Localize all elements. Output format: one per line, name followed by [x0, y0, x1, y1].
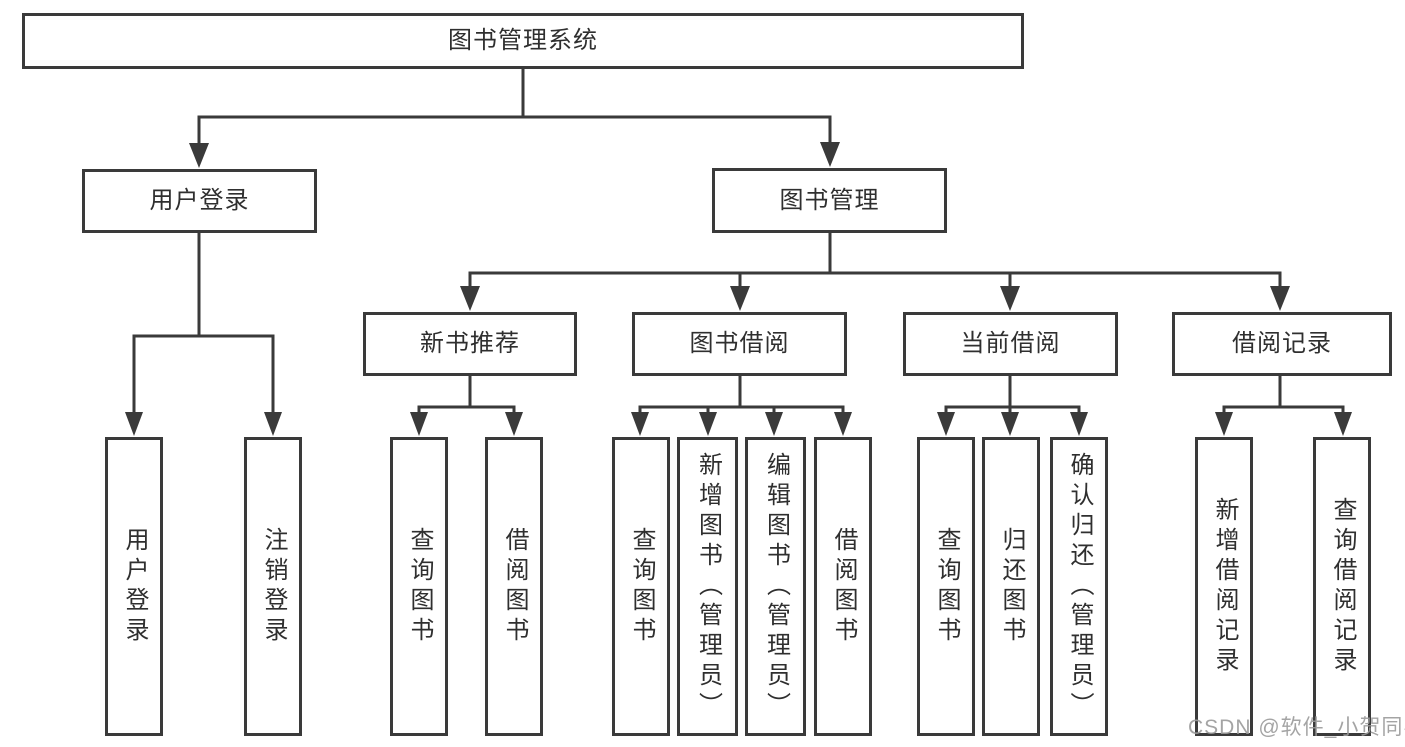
- leaf-newbooks-borrow-books: 借阅图书: [485, 437, 543, 736]
- node-current-borrowing-label: 当前借阅: [960, 330, 1061, 357]
- leaf-borrowing-edit-books-admin: 编辑图书（管理员）: [745, 437, 806, 736]
- csdn-watermark: CSDN @软件_小贺同学: [1188, 716, 1405, 739]
- leaf-current-query-books: 查询图书: [917, 437, 975, 736]
- leaf-current-confirm-return-admin: 确认归还（管理员）: [1050, 437, 1108, 736]
- leaf-newbooks-query-books: 查询图书: [390, 437, 448, 736]
- leaf-current-return-books: 归还图书: [982, 437, 1040, 736]
- node-root-system-label: 图书管理系统: [448, 27, 598, 54]
- node-current-borrowing: 当前借阅: [903, 312, 1118, 376]
- leaf-current-query-books-label: 查询图书: [933, 526, 960, 647]
- leaf-borrowing-add-books-admin: 新增图书（管理员）: [677, 437, 738, 736]
- leaf-newbooks-borrow-books-label: 借阅图书: [501, 526, 528, 647]
- leaf-logout: 注销登录: [244, 437, 302, 736]
- leaf-borrowing-borrow-books: 借阅图书: [814, 437, 872, 736]
- leaf-borrowing-borrow-books-label: 借阅图书: [830, 526, 857, 647]
- leaf-records-query-record-label: 查询借阅记录: [1329, 496, 1356, 677]
- leaf-logout-label: 注销登录: [260, 526, 287, 647]
- leaf-user-login: 用户登录: [105, 437, 163, 736]
- leaf-borrowing-query-books-label: 查询图书: [628, 526, 655, 647]
- leaf-user-login-label: 用户登录: [121, 526, 148, 647]
- leaf-records-add-record: 新增借阅记录: [1195, 437, 1253, 736]
- node-new-book-recommend: 新书推荐: [363, 312, 577, 376]
- leaf-borrowing-add-books-admin-label: 新增图书（管理员）: [694, 451, 722, 722]
- node-borrow-records: 借阅记录: [1172, 312, 1392, 376]
- node-book-management-module: 图书管理: [712, 168, 947, 233]
- leaf-records-add-record-label: 新增借阅记录: [1211, 496, 1238, 677]
- leaf-records-query-record: 查询借阅记录: [1313, 437, 1371, 736]
- leaf-newbooks-query-books-label: 查询图书: [406, 526, 433, 647]
- leaf-current-confirm-return-admin-label: 确认归还（管理员）: [1066, 451, 1093, 722]
- node-user-login-module: 用户登录: [82, 169, 317, 233]
- node-new-book-recommend-label: 新书推荐: [420, 330, 520, 357]
- node-book-borrowing: 图书借阅: [632, 312, 847, 376]
- leaf-borrowing-query-books: 查询图书: [612, 437, 670, 736]
- node-book-management-module-label: 图书管理: [779, 186, 880, 214]
- leaf-borrowing-edit-books-admin-label: 编辑图书（管理员）: [762, 451, 790, 722]
- node-borrow-records-label: 借阅记录: [1232, 330, 1332, 357]
- node-book-borrowing-label: 图书借阅: [689, 330, 790, 357]
- leaf-current-return-books-label: 归还图书: [998, 526, 1025, 647]
- node-root-system: 图书管理系统: [22, 13, 1024, 69]
- arrowheads: [125, 142, 1352, 436]
- node-user-login-module-label: 用户登录: [149, 187, 250, 214]
